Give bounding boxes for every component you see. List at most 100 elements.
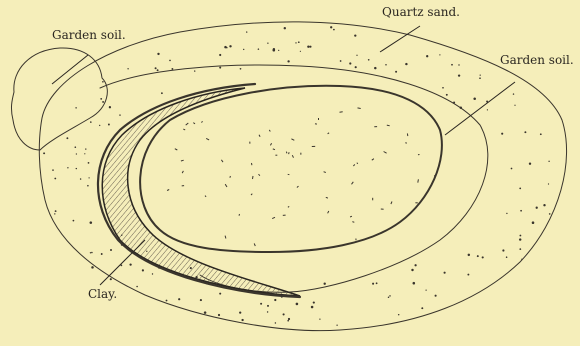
sand-grain: [190, 267, 192, 269]
sand-grain: [91, 252, 93, 254]
sand-grain: [405, 63, 407, 65]
sand-grain: [75, 107, 76, 108]
sand-grain: [239, 311, 241, 313]
sand-grain: [374, 67, 376, 69]
sand-grain: [298, 41, 300, 43]
sand-grain: [43, 152, 45, 154]
sand-grain: [548, 161, 549, 162]
soil-fleck: [259, 135, 260, 137]
sand-grain: [482, 256, 484, 258]
sand-grain: [90, 121, 92, 123]
leader-garden-soil-right: [445, 82, 515, 135]
sand-grain: [283, 313, 285, 315]
garden-soil-left-mass: [11, 48, 107, 150]
sand-grain: [521, 259, 522, 260]
soil-fleck: [358, 108, 361, 109]
sand-grain: [84, 153, 85, 154]
sand-grain: [88, 177, 89, 178]
soil-fleck: [328, 211, 329, 213]
sand-grain: [487, 109, 488, 110]
label-clay: Clay.: [88, 287, 117, 301]
soil-fleck: [270, 143, 271, 145]
sand-grain: [55, 210, 57, 212]
central-soil-oval: [140, 86, 442, 252]
soil-fleck: [326, 197, 328, 198]
sand-grain: [54, 178, 56, 180]
sand-grain: [275, 322, 276, 323]
sand-grain: [324, 283, 326, 285]
sand-grain: [425, 289, 426, 290]
sand-grain: [127, 68, 128, 69]
sand-grain: [372, 283, 374, 285]
sand-grain: [307, 45, 309, 47]
sand-grain: [166, 300, 168, 302]
sand-grain: [200, 299, 202, 301]
sand-grain: [313, 302, 315, 304]
sand-grain: [218, 314, 220, 316]
sand-grain: [435, 295, 437, 297]
sand-grain: [52, 169, 54, 171]
soil-fleck: [384, 152, 387, 154]
sand-grain: [288, 318, 290, 320]
sand-grain: [451, 64, 453, 66]
soil-fleck: [328, 133, 330, 134]
sand-grain: [229, 45, 231, 47]
soil-fleck: [253, 176, 254, 179]
sand-grain: [260, 303, 262, 305]
sand-grain: [411, 269, 413, 271]
soil-fleck: [206, 138, 209, 140]
soil-fleck: [269, 130, 270, 132]
sand-grain: [258, 48, 260, 50]
leader-garden-soil-left: [52, 55, 88, 84]
sand-grain: [333, 29, 335, 31]
soil-fleck: [182, 171, 183, 173]
soil-fleck: [193, 123, 195, 124]
sand-grain: [506, 256, 508, 258]
sand-grain: [226, 47, 227, 48]
sand-grain: [340, 60, 342, 62]
sand-grain: [246, 31, 247, 32]
sand-grain: [287, 320, 289, 322]
sand-grain: [102, 81, 104, 83]
sand-grain: [296, 303, 299, 306]
sand-grain: [519, 235, 521, 237]
sand-grain: [171, 68, 173, 70]
sand-grain: [385, 64, 387, 66]
sand-grain: [368, 59, 370, 61]
soil-fleck: [167, 190, 169, 191]
sand-grain: [90, 252, 91, 253]
sand-grain: [219, 54, 221, 56]
sand-grain: [502, 249, 504, 251]
sand-grain: [311, 306, 314, 309]
sand-grain: [204, 311, 207, 314]
sand-grain: [142, 269, 144, 271]
sand-grain: [253, 281, 255, 283]
sand-grain: [514, 105, 515, 106]
soil-fleck: [353, 164, 354, 166]
sand-grain: [536, 207, 538, 209]
soil-fleck: [352, 222, 354, 223]
soil-fleck: [225, 236, 226, 239]
sand-grain: [195, 276, 197, 278]
sand-grain: [157, 69, 159, 71]
sand-grain: [99, 125, 100, 126]
soil-fleck: [201, 121, 202, 122]
sand-grain: [336, 325, 337, 326]
soil-fleck: [352, 182, 354, 185]
sand-grain: [121, 234, 122, 235]
sand-grain: [319, 318, 320, 319]
sand-grain: [110, 249, 112, 251]
soil-fleck: [254, 243, 255, 246]
sand-grain: [219, 293, 221, 295]
soil-fleck: [205, 196, 206, 197]
label-quartz-sand: Quartz sand.: [382, 5, 460, 19]
sand-grain: [414, 264, 416, 266]
sand-grain: [355, 66, 357, 68]
sand-grain: [157, 53, 159, 55]
sand-grain: [146, 251, 147, 252]
sand-grain: [76, 153, 77, 154]
sand-grain: [458, 64, 459, 65]
soil-fleck: [372, 159, 374, 161]
sand-grain: [206, 282, 209, 285]
